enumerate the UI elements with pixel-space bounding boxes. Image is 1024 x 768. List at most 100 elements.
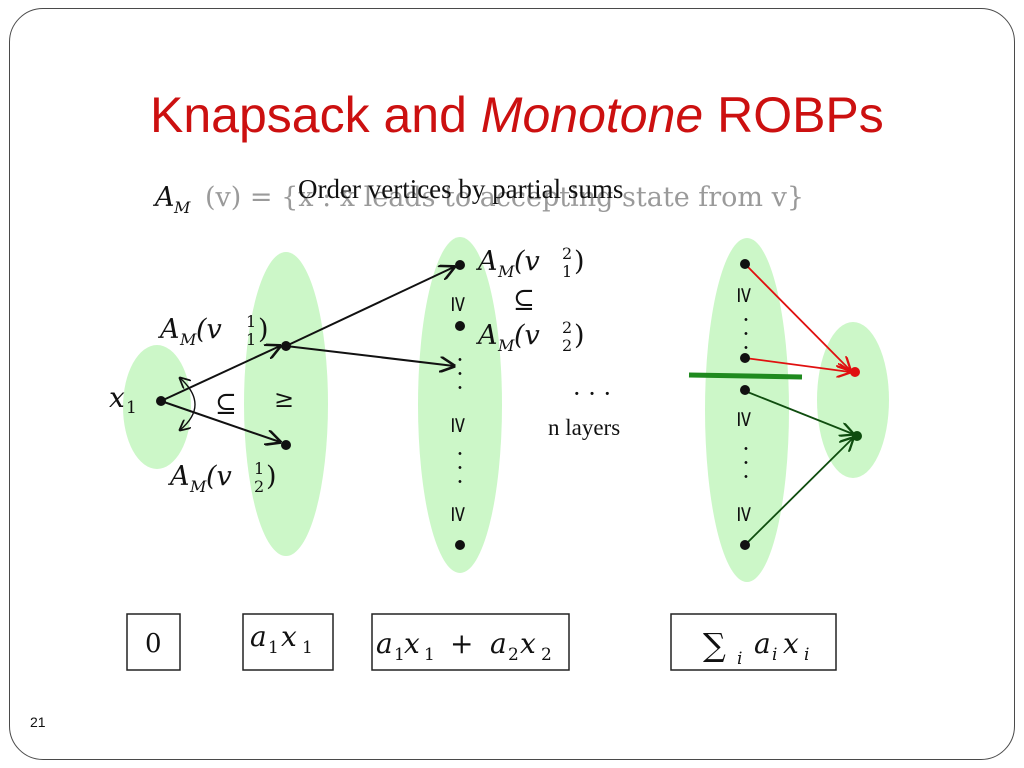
svg-text:M: M: [497, 262, 515, 281]
edge-top-accept-2: [744, 357, 850, 372]
svg-text:1: 1: [246, 312, 256, 331]
edge-v11-mid: [285, 345, 454, 366]
geq-layer2-top: ≥: [446, 295, 471, 313]
slide-title: Knapsack and Monotone ROBPs: [150, 86, 884, 144]
svg-text:1: 1: [562, 262, 572, 281]
svg-text:i: i: [737, 649, 742, 669]
dots-layer2-1: · · ·: [446, 356, 471, 391]
svg-text:x: x: [404, 627, 420, 660]
label-am-v11: A M (v 1 1 ): [157, 312, 269, 349]
svg-text:2: 2: [508, 645, 519, 665]
node-layern-bottom: [740, 540, 750, 550]
edge-bottom-reject-2: [744, 438, 853, 546]
svg-text:): ): [574, 320, 585, 351]
subseteq-layer2: ⊆: [513, 285, 535, 315]
label-am-v22: A M (v 2 2 ): [475, 318, 585, 355]
edge-x1-v21: [160, 400, 280, 442]
subseteq-layer1: ⊆: [215, 389, 237, 419]
svg-text:1: 1: [126, 398, 137, 418]
node-v11: [281, 341, 291, 351]
geq-layer2-bottom: ≥: [446, 505, 471, 523]
svg-text:a: a: [250, 620, 267, 653]
svg-text:A: A: [475, 320, 498, 351]
svg-text:1: 1: [424, 645, 435, 665]
title-text-start: Knapsack and: [150, 87, 481, 143]
layer-0-ellipse: [123, 345, 191, 469]
node-v21: [281, 440, 291, 450]
svg-text:a: a: [376, 627, 393, 660]
node-layern-top: [740, 259, 750, 269]
node-reject: [852, 431, 862, 441]
svg-text:a: a: [490, 627, 507, 660]
svg-text:): ): [574, 246, 585, 277]
geq-layer2-mid: ≥: [446, 416, 471, 434]
svg-text:A: A: [167, 461, 190, 492]
svg-text:1: 1: [254, 459, 264, 478]
svg-text:1: 1: [268, 638, 279, 658]
node-layer2-bottom: [455, 540, 465, 550]
geq-layer1: ≥: [274, 385, 294, 413]
dots-layer2-2: · · ·: [446, 450, 471, 485]
svg-text:i: i: [804, 645, 809, 665]
definition-lhs: A: [152, 182, 175, 213]
svg-text:(v: (v: [206, 461, 232, 492]
svg-text:): ): [258, 314, 269, 345]
title-text-end: ROBPs: [703, 87, 884, 143]
slide-frame: [9, 8, 1015, 760]
svg-text:(v: (v: [514, 246, 540, 277]
definition-formula: A M (v) = {x : x leads to accepting stat…: [152, 182, 804, 217]
svg-text:i: i: [772, 645, 777, 665]
dots-layern-1: · · ·: [732, 316, 757, 351]
svg-text:2: 2: [541, 645, 552, 665]
svg-text:M: M: [179, 330, 197, 349]
layer-1-ellipse: [244, 252, 328, 556]
svg-text:1: 1: [246, 330, 256, 349]
definition-lhs-subscript: M: [173, 198, 191, 217]
svg-text:1: 1: [302, 638, 313, 658]
partial-sum-box-1: a 1 x 1: [242, 613, 334, 671]
svg-text:A: A: [157, 314, 180, 345]
node-x1: [156, 396, 166, 406]
node-v12: [455, 260, 465, 270]
svg-text:a: a: [754, 627, 771, 660]
edge-x1-v11: [160, 346, 280, 402]
dots-layern-2: · · ·: [732, 445, 757, 480]
svg-text:): ): [266, 461, 277, 492]
layer-n-ellipse: [705, 238, 789, 582]
svg-text:+: +: [450, 627, 473, 660]
svg-text:M: M: [189, 477, 207, 496]
svg-text:x: x: [520, 627, 536, 660]
dots-middle: · · ·: [573, 380, 611, 408]
geq-layern-mid: ≥: [732, 410, 757, 428]
svg-text:∑: ∑: [703, 626, 726, 664]
node-layern-above-threshold: [740, 353, 750, 363]
threshold-separator: [688, 372, 803, 380]
order-arc: [180, 378, 196, 430]
n-layers-label: n layers: [548, 415, 620, 440]
label-am-v12: A M (v 2 1 ): [475, 244, 585, 281]
svg-text:(v: (v: [514, 320, 540, 351]
edge-top-accept-1: [744, 263, 850, 370]
svg-text:2: 2: [254, 477, 264, 496]
page-number: 21: [30, 714, 46, 730]
svg-text:0: 0: [145, 629, 162, 659]
node-v22: [455, 321, 465, 331]
geq-layern-bottom: ≥: [732, 505, 757, 523]
node-accept: [850, 367, 860, 377]
svg-text:x: x: [109, 381, 125, 414]
node-layern-below-threshold: [740, 385, 750, 395]
svg-text:A: A: [475, 246, 498, 277]
svg-text:x: x: [281, 620, 297, 653]
svg-text:(v: (v: [196, 314, 222, 345]
svg-text:2: 2: [562, 318, 572, 337]
definition-rest: (v) = {x : x leads to accepting state fr…: [205, 182, 804, 213]
label-x1: x 1: [109, 381, 137, 418]
svg-text:2: 2: [562, 336, 572, 355]
accept-layer-ellipse: [817, 322, 889, 478]
svg-text:1: 1: [394, 645, 405, 665]
edge-bottom-reject-1: [744, 390, 853, 434]
partial-sum-box-n: ∑ i a i x i: [670, 613, 837, 671]
svg-text:2: 2: [562, 244, 572, 263]
title-text-italic: Monotone: [480, 87, 704, 143]
